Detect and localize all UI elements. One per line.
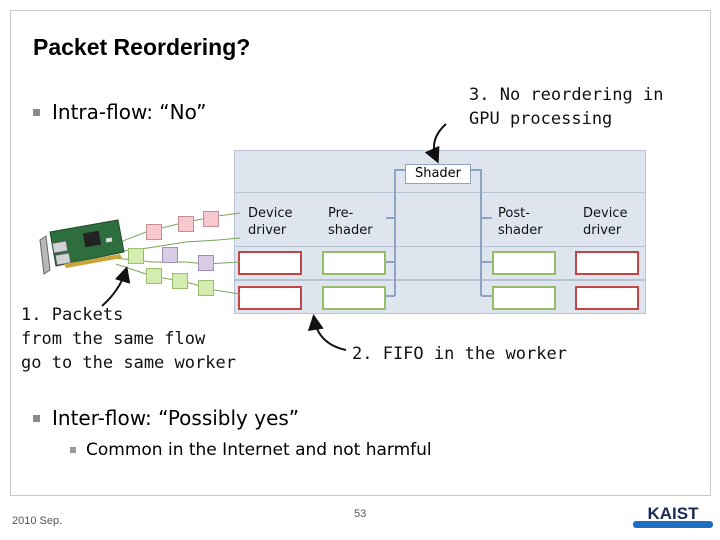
- bullet-square-icon: [70, 447, 76, 453]
- footer-date: 2010 Sep.: [12, 515, 63, 527]
- device-driver-box: [575, 251, 639, 275]
- svg-text:KAIST: KAIST: [648, 504, 700, 523]
- packet: [172, 273, 188, 289]
- bullet-intra-flow: Intra-flow: “No”: [33, 100, 207, 124]
- packet: [128, 248, 144, 264]
- arrow-no-reordering: [424, 123, 447, 164]
- arrow-fifo: [307, 314, 347, 351]
- bullet-intra-flow-text: Intra-flow: “No”: [52, 100, 207, 124]
- post-shader-label: Post- shader: [498, 206, 543, 238]
- post-shader-box: [492, 286, 556, 310]
- packet: [178, 216, 194, 232]
- bullet-inter-flow-text: Inter-flow: “Possibly yes”: [52, 406, 300, 430]
- shader-label: Shader: [405, 164, 471, 184]
- device-driver-label-left: Device driver: [248, 206, 293, 238]
- flow-line: [109, 212, 241, 247]
- post-shader-box: [492, 251, 556, 275]
- bullet-square-icon: [33, 414, 40, 422]
- network-card-icon: [39, 219, 125, 275]
- page-number: 53: [354, 508, 367, 520]
- pre-shader-box: [322, 286, 386, 310]
- packet: [203, 211, 219, 227]
- device-driver-label-right: Device driver: [583, 206, 628, 238]
- packet: [198, 255, 214, 271]
- annotation-no-reordering: 3. No reordering in GPU processing: [469, 85, 664, 129]
- shader-to-post-line: [471, 169, 482, 296]
- packet: [198, 280, 214, 296]
- arrow-same-worker: [101, 266, 131, 307]
- bullet-inter-flow: Inter-flow: “Possibly yes”: [33, 406, 299, 430]
- device-driver-box: [238, 286, 302, 310]
- pre-shader-label: Pre- shader: [328, 206, 373, 238]
- packet: [146, 224, 162, 240]
- pre-to-shader-line: [394, 169, 405, 296]
- annotation-same-worker: 1. Packets from the same flow go to the …: [21, 305, 236, 373]
- packet: [162, 247, 178, 263]
- packet: [146, 268, 162, 284]
- slide-title: Packet Reordering?: [33, 34, 251, 60]
- kaist-logo: KAIST: [633, 504, 713, 528]
- bullet-square-icon: [33, 108, 40, 116]
- pre-shader-box: [322, 251, 386, 275]
- device-driver-box: [238, 251, 302, 275]
- bullet-inter-flow-sub-text: Common in the Internet and not harmful: [86, 440, 432, 460]
- annotation-fifo: 2. FIFO in the worker: [352, 344, 567, 364]
- device-driver-box: [575, 286, 639, 310]
- bullet-inter-flow-sub: Common in the Internet and not harmful: [70, 440, 432, 460]
